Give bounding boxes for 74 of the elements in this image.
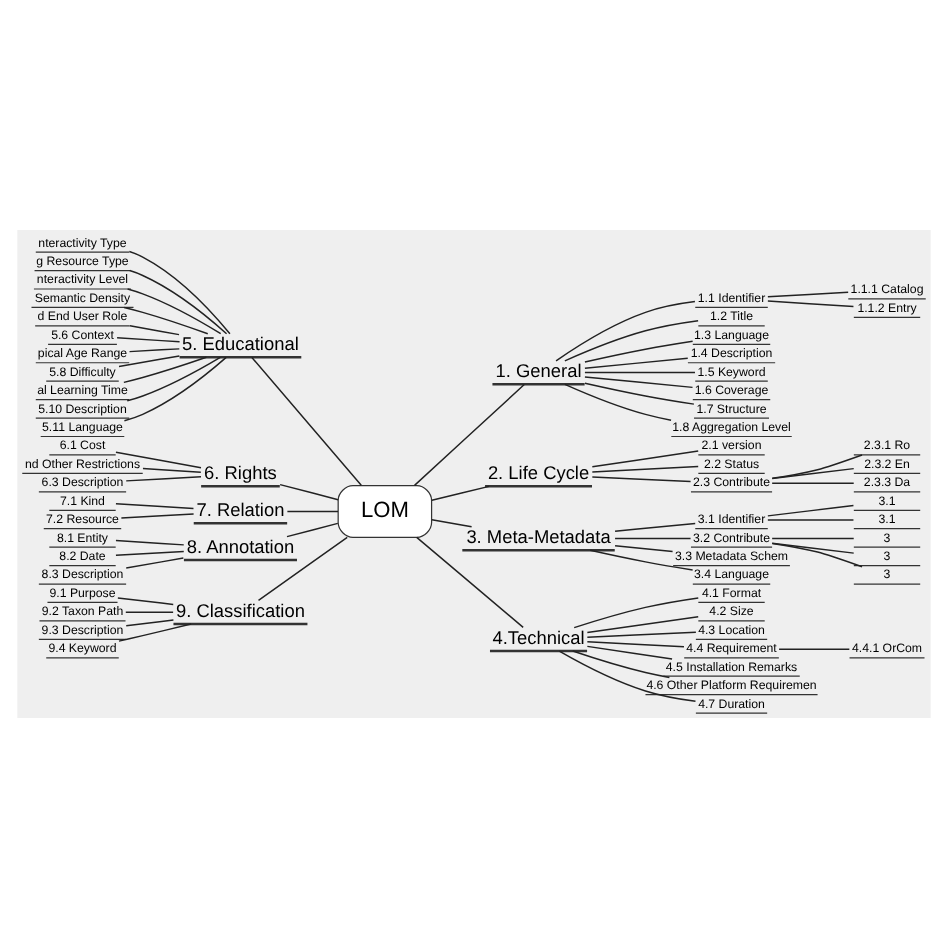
connector [125, 476, 202, 482]
node-text: 5. Educational [182, 333, 299, 354]
connector [614, 537, 692, 540]
connector [279, 483, 339, 501]
node-text: 2. Life Cycle [487, 462, 590, 483]
connector [614, 545, 674, 553]
connector [586, 645, 673, 660]
connector [125, 611, 174, 614]
connector [584, 357, 689, 369]
connector [572, 650, 671, 679]
connector [413, 383, 526, 487]
connector [251, 356, 362, 487]
connector [115, 550, 185, 556]
connector [771, 482, 855, 484]
connector [286, 522, 339, 538]
node-text: 1. General [495, 360, 582, 381]
node-box: LOM [337, 485, 433, 538]
connector [123, 306, 209, 335]
connector [128, 250, 231, 335]
connector [125, 557, 185, 569]
connector [558, 650, 697, 703]
node-text: 7. Relation [196, 499, 285, 520]
connector [767, 519, 855, 521]
node-text: 9. Classification [176, 600, 305, 621]
connector [584, 382, 695, 405]
connector [555, 300, 696, 362]
connector [778, 648, 851, 650]
connector [126, 356, 222, 402]
connector [123, 356, 208, 384]
connector [123, 356, 227, 422]
connector [584, 376, 694, 389]
node-text: 4.Technical [492, 627, 585, 648]
connector [771, 537, 855, 540]
connector [128, 348, 181, 353]
connector [142, 467, 202, 473]
connector [591, 450, 699, 468]
connector [129, 324, 180, 336]
connector [564, 383, 672, 421]
connector [115, 539, 185, 546]
connector [589, 549, 694, 571]
connector [431, 518, 473, 528]
connector [767, 300, 855, 308]
connector [586, 631, 697, 638]
connector [771, 454, 863, 480]
connector [286, 510, 339, 513]
connector [257, 536, 348, 602]
node-text: 8. Annotation [186, 536, 295, 557]
connector [584, 340, 694, 363]
connector [771, 542, 863, 568]
node-text: 6. Rights [204, 462, 277, 483]
connector [118, 355, 181, 368]
connector [767, 504, 855, 517]
connector [573, 597, 699, 629]
connector [129, 269, 228, 335]
connector [125, 619, 175, 627]
connector [115, 451, 202, 469]
connector [614, 522, 696, 532]
connector [767, 291, 849, 298]
connector [431, 485, 490, 502]
connector [117, 597, 174, 606]
node-text: 3. Meta-Metadata [466, 526, 611, 547]
connector [120, 513, 195, 519]
connector [115, 502, 195, 510]
connector [126, 288, 222, 335]
connector [591, 476, 692, 483]
connector [586, 641, 685, 648]
connector [584, 371, 696, 374]
connector [415, 536, 524, 629]
connector [591, 465, 699, 473]
connector [116, 337, 181, 343]
connector [586, 616, 699, 634]
connector [771, 467, 855, 480]
connector [118, 623, 192, 642]
connector [564, 320, 699, 362]
